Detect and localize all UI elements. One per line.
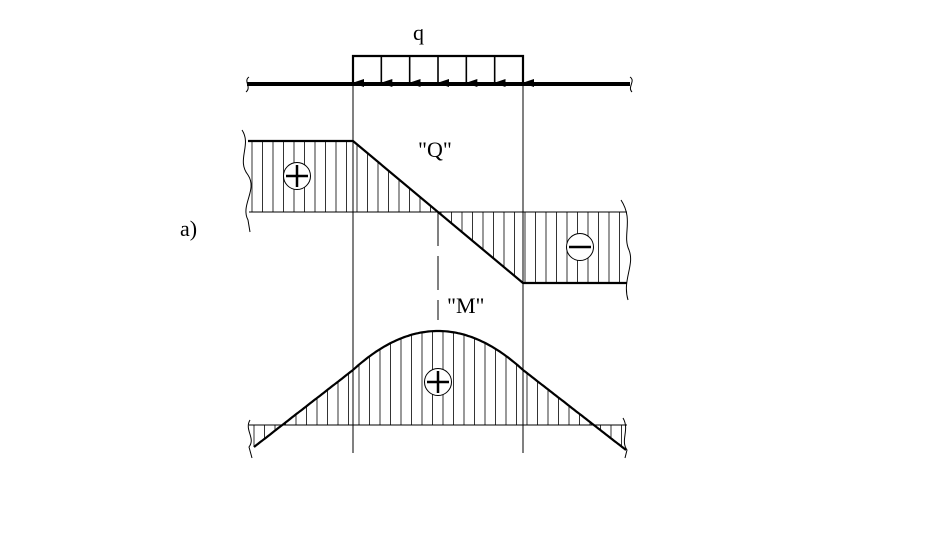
moment-label: "M" <box>447 293 485 318</box>
shear-diagram: "Q" <box>241 129 632 320</box>
shear-break-right <box>620 199 632 301</box>
moment-hatching <box>253 331 622 447</box>
load-label: q <box>413 20 424 45</box>
shear-break-left <box>241 129 252 233</box>
distributed-load: q <box>351 20 534 87</box>
moment-break-right <box>622 417 628 459</box>
panel-label: a) <box>180 216 197 241</box>
shear-positive-sign <box>283 162 311 190</box>
beam-break-right <box>629 76 633 93</box>
moment-break-left <box>247 419 253 459</box>
load-arrows <box>352 56 534 87</box>
shear-hatching <box>251 141 620 283</box>
moment-outline <box>253 329 627 451</box>
beam <box>245 76 633 93</box>
moment-diagram: "M" <box>247 293 628 459</box>
moment-positive-sign <box>424 368 452 396</box>
beam-break-left <box>245 76 250 93</box>
shear-label: "Q" <box>418 137 452 162</box>
shear-negative-sign <box>566 233 594 261</box>
